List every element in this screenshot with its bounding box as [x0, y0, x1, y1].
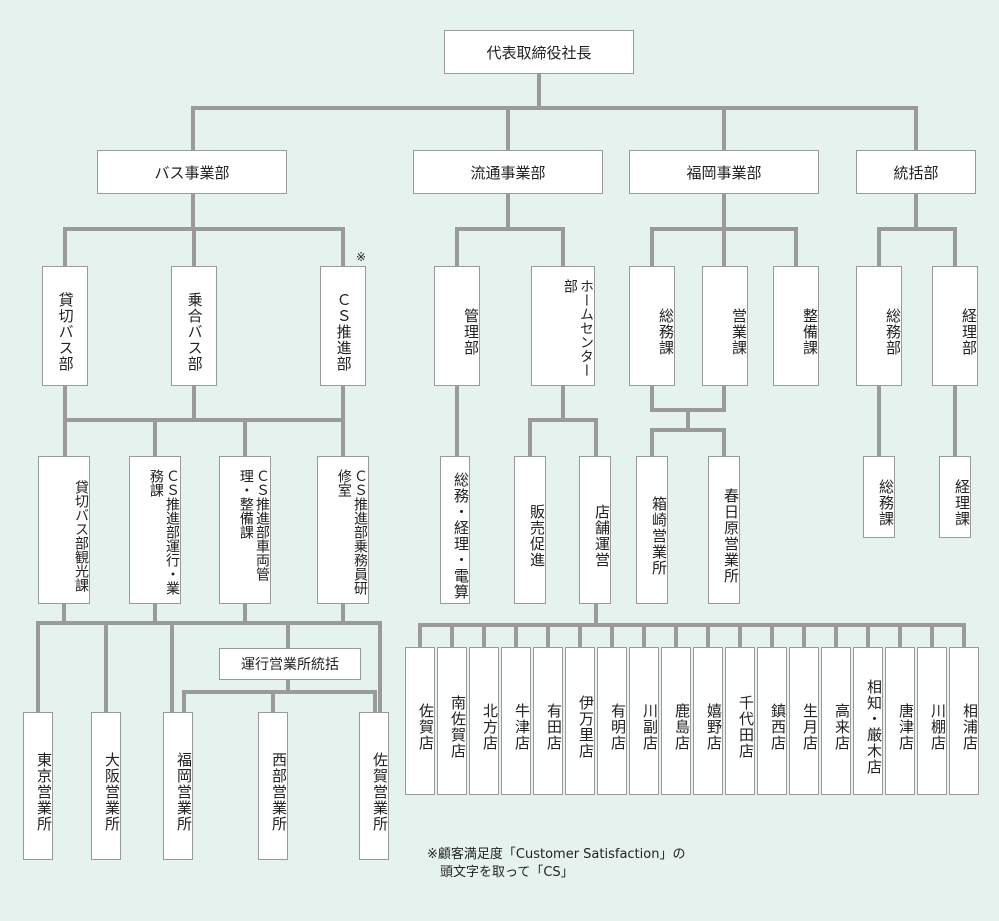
bus-division-box: バス事業部: [97, 150, 287, 194]
sales-promo-box: 販売促進: [514, 456, 546, 604]
store-box: 相浦店: [949, 647, 979, 795]
store-box: 唐津店: [885, 647, 915, 795]
store-box: 高来店: [821, 647, 851, 795]
saga-office-box: 佐賀営業所: [359, 712, 389, 860]
store-box: 千代田店: [725, 647, 755, 795]
homecenter-dept-box: ホームセンター部: [531, 266, 595, 386]
general-division-box: 統括部: [856, 150, 976, 194]
store-box: 嬉野店: [693, 647, 723, 795]
fukuoka-division-box: 福岡事業部: [629, 150, 819, 194]
accounting-section-box: 経理課: [939, 456, 971, 538]
coordination-box: 運行営業所統括: [219, 648, 361, 680]
osaka-office-box: 大阪営業所: [91, 712, 121, 860]
store-box: 伊万里店: [565, 647, 595, 795]
charter-bus-dept-box: 貸切バス部: [42, 266, 88, 386]
store-box: 有田店: [533, 647, 563, 795]
store-box: 佐賀店: [405, 647, 435, 795]
fukuoka-office-box: 福岡営業所: [163, 712, 193, 860]
route-bus-dept-box: 乗合バス部: [171, 266, 217, 386]
ceo-box: 代表取締役社長: [444, 30, 634, 74]
distribution-division-box: 流通事業部: [413, 150, 603, 194]
store-box: 川副店: [629, 647, 659, 795]
crew-training-box: ＣＳ推進部乗務員研修室: [317, 456, 369, 604]
vehicle-section-box: ＣＳ推進部車両管理・整備課: [219, 456, 271, 604]
store-box: 鹿島店: [661, 647, 691, 795]
general-affairs-dept-box: 総務部: [856, 266, 902, 386]
store-box: 南佐賀店: [437, 647, 467, 795]
cs-dept-box: ＣＳ推進部: [320, 266, 366, 386]
fukuoka-sales-box: 営業課: [702, 266, 748, 386]
store-box: 牛津店: [501, 647, 531, 795]
seibu-office-box: 西部営業所: [258, 712, 288, 860]
accounting-dept-box: 経理部: [932, 266, 978, 386]
admin-dept-box: 管理部: [434, 266, 480, 386]
cs-note-mark: ※: [356, 250, 367, 264]
fukuoka-maintenance-box: 整備課: [773, 266, 819, 386]
store-box: 鎮西店: [757, 647, 787, 795]
kasugabaru-office-box: 春日原営業所: [708, 456, 740, 604]
fukuoka-general-affairs-box: 総務課: [629, 266, 675, 386]
store-box: 北方店: [469, 647, 499, 795]
store-box: 川棚店: [917, 647, 947, 795]
operations-section-box: ＣＳ推進部運行・業務課: [129, 456, 181, 604]
store-box: 相知・厳木店: [853, 647, 883, 795]
sightseeing-section-box: 貸切バス部観光課: [38, 456, 90, 604]
store-ops-box: 店舗運営: [579, 456, 611, 604]
store-box: 生月店: [789, 647, 819, 795]
general-affairs-section-box: 総務課: [863, 456, 895, 538]
store-box: 有明店: [597, 647, 627, 795]
footnote: ※顧客満足度「Customer Satisfaction」の 頭文字を取って「C…: [427, 847, 686, 880]
admin-sub-box: 総務・経理・電算: [440, 456, 470, 604]
tokyo-office-box: 東京営業所: [23, 712, 53, 860]
hakozaki-office-box: 箱崎営業所: [636, 456, 668, 604]
